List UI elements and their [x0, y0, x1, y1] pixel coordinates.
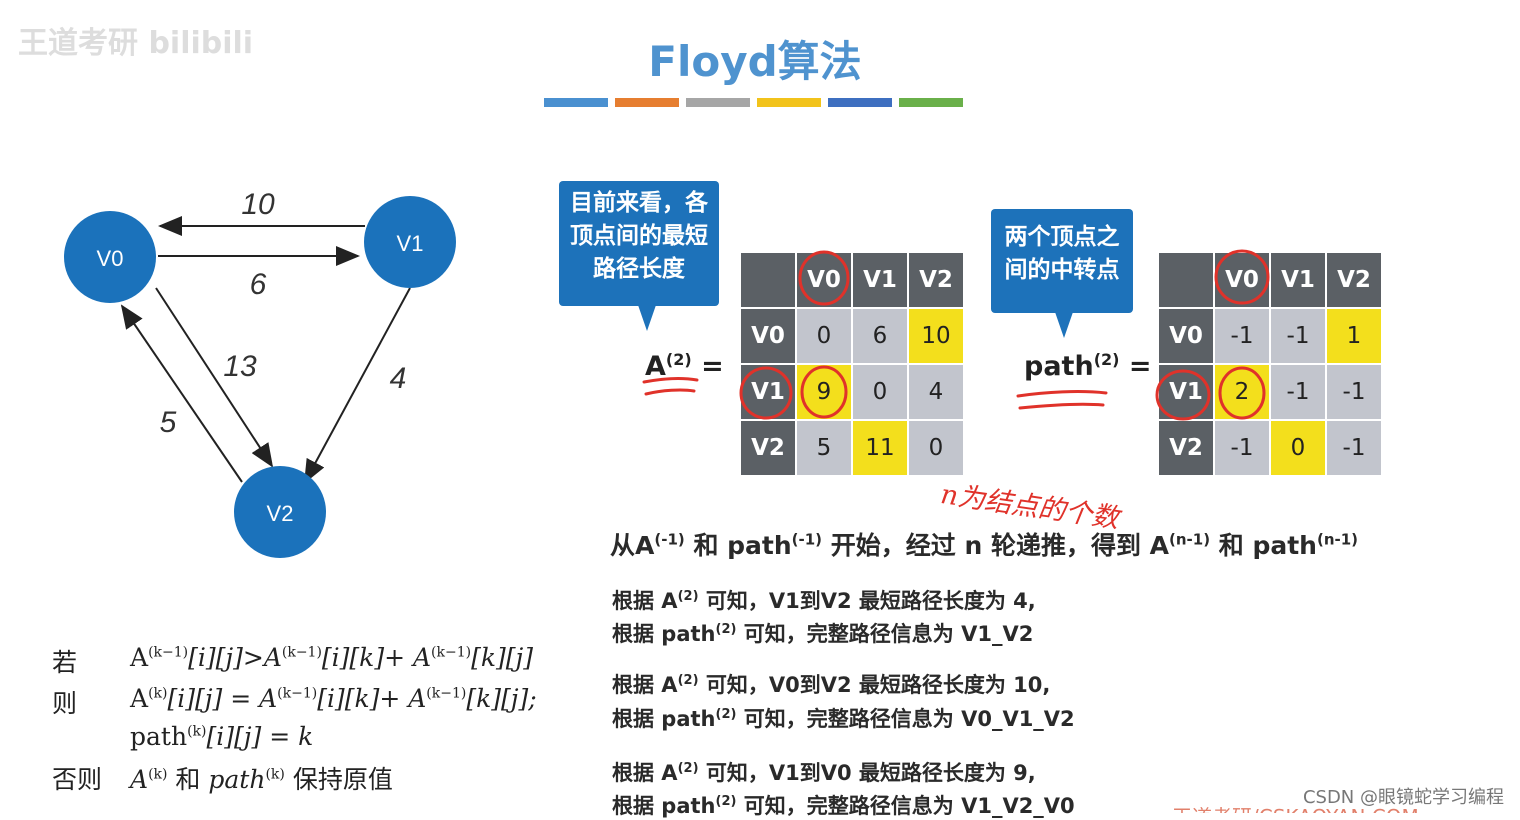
result-length-line: 根据 A(2) 可知，V0到V2 最短路径长度为 10, [612, 673, 1051, 697]
callout-a-line: 目前来看，各 [570, 190, 708, 216]
matrix-cell: -1 [1325, 363, 1383, 421]
weight-v0-v1: 6 [250, 268, 267, 301]
title-stripe-segment [757, 98, 821, 107]
weight-v0-v2: 13 [223, 350, 257, 383]
result-path-line: 根据 path(2) 可知，完整路径信息为 V1_V2_V0 [612, 794, 1075, 818]
callout-path-line: 两个顶点之 [1004, 224, 1120, 250]
node-v0-label: V0 [97, 246, 124, 271]
node-v2 [234, 466, 326, 558]
matrix-cell: 0 [795, 307, 853, 365]
circle-mark [1218, 366, 1266, 420]
edge-v2-v0 [120, 304, 243, 483]
matrix-cell: -1 [1269, 307, 1327, 365]
col-header: V2 [907, 251, 965, 309]
row-header: V0 [1157, 307, 1215, 365]
matrix-cell: -1 [1213, 307, 1271, 365]
title-stripe-segment [544, 98, 608, 107]
matrix-cell: 0 [851, 363, 909, 421]
slide-title: Floyd算法 [648, 37, 862, 86]
callout-path-tail [1055, 312, 1073, 338]
title-stripe-segment [615, 98, 679, 107]
callout-a-line: 路径长度 [593, 256, 685, 282]
underline-mark [1016, 390, 1108, 398]
callout-path-line: 间的中转点 [1004, 257, 1120, 283]
path-matrix-label: path(2) = [1024, 350, 1152, 382]
path-matrix: V0 V1 V2 V0 -1 -1 1 V1 2 -1 -1 V2 -1 0 -… [1157, 251, 1383, 477]
matrix-cell: 0 [907, 419, 965, 477]
matrix-cell: 4 [907, 363, 965, 421]
site-watermark: 王道考研/CSKAOYAN.COM [1172, 801, 1442, 813]
matrix-cell: 5 [795, 419, 853, 477]
weight-v1-v2: 4 [390, 362, 407, 395]
matrix-corner [739, 251, 797, 309]
matrix-cell: -1 [1269, 363, 1327, 421]
callout-a-line: 顶点间的最短 [570, 223, 708, 249]
result-path-line: 根据 path(2) 可知，完整路径信息为 V0_V1_V2 [612, 707, 1075, 731]
underline-mark [1018, 402, 1105, 410]
matrix-cell-highlighted: 2 [1213, 363, 1271, 421]
row-header: V0 [739, 307, 797, 365]
node-v0 [64, 211, 156, 303]
callout-path-matrix: 两个顶点之 间的中转点 [991, 209, 1133, 313]
matrix-cell: -1 [1325, 419, 1383, 477]
watermark-logo: 王道考研 bilibili [18, 26, 254, 61]
matrix-cell-highlighted: 1 [1325, 307, 1383, 365]
node-v1-label: V1 [397, 231, 424, 256]
a-matrix-label: A(2) = [645, 350, 724, 382]
node-v2-label: V2 [267, 501, 294, 526]
col-header: V2 [1325, 251, 1383, 309]
matrix-cell-highlighted: 9 [795, 363, 853, 421]
result-path-line: 根据 path(2) 可知，完整路径信息为 V1_V2 [612, 622, 1034, 646]
formula-line-condition: A(k−1)[i][j]>A(k−1)[i][k]+ A(k−1)[k][j] [130, 643, 533, 672]
result-length-line: 根据 A(2) 可知，V1到V0 最短路径长度为 9, [612, 761, 1036, 785]
underline-mark [644, 388, 696, 396]
row-header: V2 [739, 419, 797, 477]
title-stripe-segment [828, 98, 892, 107]
formula-line-update-a: A(k)[i][j] = A(k−1)[i][k]+ A(k−1)[k][j]; [130, 684, 537, 713]
callout-a-tail [638, 305, 656, 331]
matrix-cell-highlighted: 10 [907, 307, 965, 365]
graph-diagram: V0 V1 V2 10 6 13 4 5 [64, 188, 456, 558]
circle-mark [739, 366, 793, 420]
matrix-corner [1157, 251, 1215, 309]
a-matrix: V0 V1 V2 V0 0 6 10 V1 9 0 4 V2 5 11 0 [739, 251, 965, 477]
iteration-sentence: 从A(-1) 和 path(-1) 开始，经过 n 轮递推，得到 A(n-1) … [610, 530, 1359, 560]
csdn-watermark: CSDN @眼镜蛇学习编程 [1302, 787, 1504, 808]
formula-line-update-path: path(k)[i][j] = k [130, 722, 314, 751]
circle-mark [800, 365, 848, 419]
underline-mark [642, 377, 699, 384]
col-header: V1 [1269, 251, 1327, 309]
formula-if-label: 若 [52, 648, 78, 677]
formula-line-else: A(k) 和 path(k) 保持原值 [130, 765, 393, 794]
formula-else-label: 否则 [52, 765, 103, 794]
callout-a-matrix: 目前来看，各 顶点间的最短 路径长度 [559, 181, 719, 306]
edge-v1-v2 [304, 287, 411, 484]
row-header: V1 [1157, 363, 1215, 421]
matrix-cell: -1 [1213, 419, 1271, 477]
col-header: V1 [851, 251, 909, 309]
result-length-line: 根据 A(2) 可知，V1到V2 最短路径长度为 4, [612, 589, 1036, 613]
matrix-cell-highlighted: 11 [851, 419, 909, 477]
circle-mark [1214, 249, 1270, 305]
title-stripe-segment [686, 98, 750, 107]
circle-mark [798, 250, 850, 306]
circle-mark [1155, 369, 1211, 421]
weight-v1-v0: 10 [241, 188, 275, 221]
matrix-cell: 6 [851, 307, 909, 365]
weight-v2-v0: 5 [160, 406, 177, 439]
formula-then-label: 则 [52, 689, 78, 718]
node-v1 [364, 196, 456, 288]
title-stripe-segment [899, 98, 963, 107]
edge-v0-v2 [155, 287, 274, 468]
matrix-cell-highlighted: 0 [1269, 419, 1327, 477]
row-header: V2 [1157, 419, 1215, 477]
